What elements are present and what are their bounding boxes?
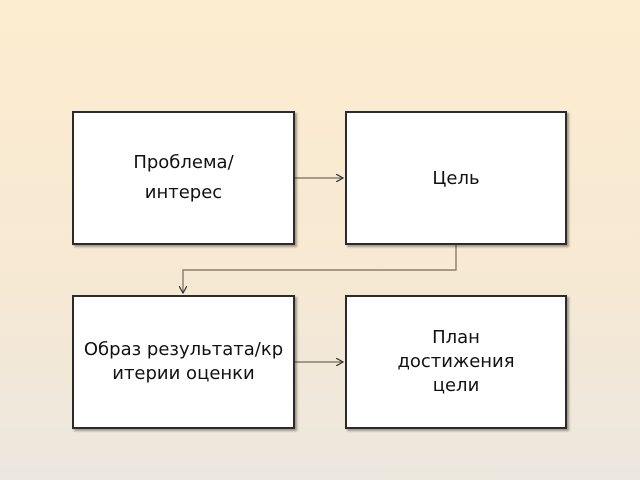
node-plan-label: План достижения цели: [397, 327, 515, 396]
node-problem: Проблема/ интерес: [72, 111, 295, 245]
node-plan: План достижения цели: [345, 295, 567, 429]
node-goal-label: Цель: [432, 167, 480, 189]
node-goal: Цель: [345, 111, 567, 245]
node-result: Образ результата/критерии оценки: [72, 295, 295, 429]
node-problem-label: Проблема/ интерес: [133, 152, 234, 203]
edge-goal-to-result: [183, 245, 457, 293]
node-result-label: Образ результата/критерии оценки: [83, 339, 284, 384]
